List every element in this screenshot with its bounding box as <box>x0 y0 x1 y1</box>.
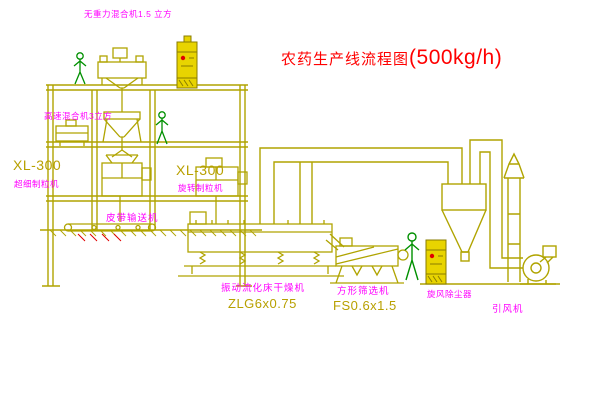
title-capacity: (500kg/h) <box>409 46 503 69</box>
label-sieve-model: FS0.6x1.5 <box>333 298 397 313</box>
gravity-mixer <box>97 47 147 112</box>
conveyor-red-marks <box>77 233 122 242</box>
person-top-floor <box>73 52 87 85</box>
label-granulator-mid-name: 旋转制粒机 <box>178 183 224 193</box>
exhaust-stack <box>503 152 525 282</box>
label-fan: 引风机 <box>492 304 524 315</box>
control-panel-top <box>176 35 198 89</box>
exhaust-duct <box>469 139 523 269</box>
cyclone-separator <box>441 183 487 262</box>
fluid-bed-dryer <box>178 211 344 277</box>
granulator-mid <box>195 157 248 224</box>
cone-mixer <box>102 111 142 150</box>
label-belt-conveyor: 皮带输送机 <box>106 213 159 224</box>
granulator-left <box>101 154 152 222</box>
ground-hatch <box>49 229 257 237</box>
label-granulator-left-model: XL-300 <box>13 157 62 173</box>
label-dryer-model: ZLG6x0.75 <box>228 296 297 311</box>
label-gravity-mixer: 无重力混合机1.5 立方 <box>84 9 173 19</box>
belt-conveyor <box>63 223 157 232</box>
person-ground <box>404 232 420 281</box>
label-sieve-name: 方形筛选机 <box>337 286 390 297</box>
diagram-title: 农药生产线流程图 (500kg/h) <box>281 46 502 70</box>
duct-main <box>259 147 463 224</box>
label-dryer-name: 振动流化床干燥机 <box>221 283 306 294</box>
building-frame <box>40 84 262 287</box>
high-speed-mixer <box>55 119 89 146</box>
label-cyclone: 旋风除尘器 <box>427 289 473 299</box>
label-granulator-mid-model: XL-300 <box>176 162 225 178</box>
label-granulator-left-name: 超细制粒机 <box>14 179 60 189</box>
square-sieve <box>325 233 409 284</box>
title-text: 农药生产线流程图 <box>281 51 410 68</box>
control-panel-right <box>425 239 447 285</box>
person-second-floor <box>155 111 169 145</box>
y-chute <box>111 149 133 158</box>
label-high-speed-mixer: 高速混合机3立方 <box>44 111 113 121</box>
